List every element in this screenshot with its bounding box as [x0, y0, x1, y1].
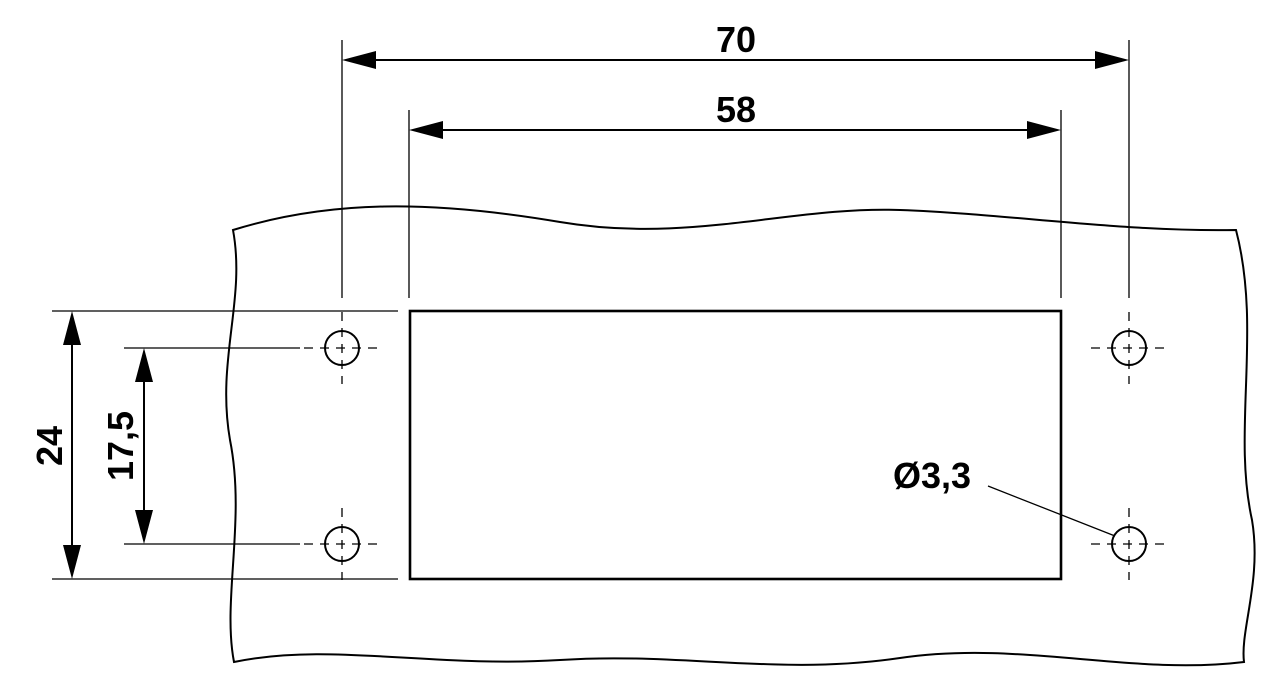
dimension-17-5: 17,5 — [100, 348, 153, 544]
dimension-17-5-label: 17,5 — [100, 411, 141, 481]
dimension-70: 70 — [342, 19, 1129, 69]
hole-diameter-label: Ø3,3 — [893, 455, 971, 496]
mounting-hole-bottom-left — [304, 508, 380, 580]
dimension-24-label: 24 — [29, 426, 70, 466]
dimension-24: 24 — [29, 311, 81, 579]
mounting-hole-top-right — [1091, 312, 1167, 384]
mounting-hole-bottom-right — [1091, 508, 1167, 580]
dimension-58-label: 58 — [716, 89, 756, 130]
panel-outline — [225, 205, 1256, 667]
dimension-58: 58 — [409, 89, 1061, 139]
hole-diameter-callout: Ø3,3 — [893, 455, 1116, 537]
dimension-70-label: 70 — [716, 19, 756, 60]
mounting-hole-top-left — [304, 312, 380, 384]
cutout-rectangle — [408, 309, 1063, 581]
